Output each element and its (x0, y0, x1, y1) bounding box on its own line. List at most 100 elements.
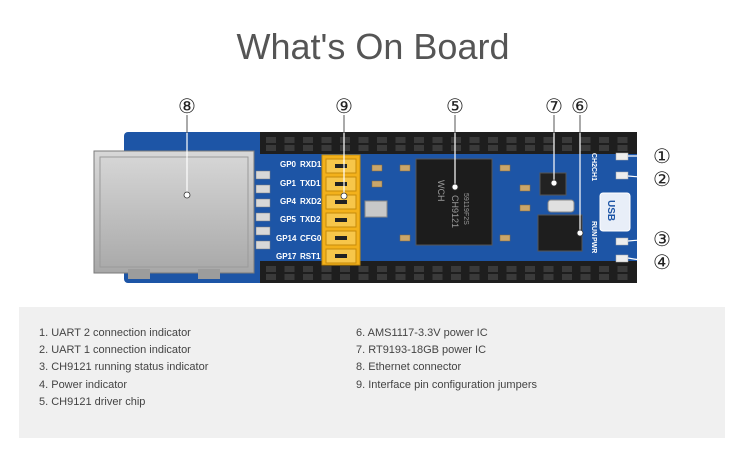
header-pin (525, 145, 535, 151)
header-pin (266, 266, 276, 272)
ch1-label: CH1 (590, 167, 597, 181)
legend-item: 5. CH9121 driver chip (39, 395, 146, 408)
header-pin (358, 274, 369, 280)
header-pin (340, 137, 350, 143)
header-pin (358, 145, 369, 151)
run-label: RUN (590, 221, 597, 236)
legend-item: 3. CH9121 running status indicator (39, 361, 209, 374)
legend-item: 4. Power indicator (39, 378, 128, 391)
header-pin (266, 274, 276, 280)
legend-item: 2. UART 1 connection indicator (39, 344, 191, 357)
chip-model: CH9121 (450, 195, 460, 228)
header-pin (358, 266, 369, 272)
ch2-label: CH2 (590, 153, 597, 167)
callout-2: ② (653, 167, 671, 191)
header-pin (395, 266, 406, 272)
header-pin (617, 266, 628, 272)
header-pin (506, 137, 517, 143)
pin-label-right: TXD1 (300, 179, 321, 188)
pin-label-right: TXD2 (300, 215, 321, 224)
header-pin (395, 274, 406, 280)
header-pin (377, 137, 387, 143)
legend-column-right: 6. AMS1117-3.3V power IC 7. RT9193-18GB … (356, 325, 537, 394)
pin-label-right: RST1 (300, 252, 321, 261)
pwr-label: PWR (590, 237, 597, 253)
legend-column-left: 1. UART 2 connection indicator 2. UART 1… (39, 325, 208, 411)
header-pin (469, 274, 480, 280)
header-pin (340, 274, 350, 280)
header-pin (321, 145, 332, 151)
header-pin (414, 137, 424, 143)
callout-3: ③ (653, 227, 671, 251)
header-pin (506, 274, 517, 280)
ch9121-chip: WCH CH9121 59119F2S (415, 158, 493, 246)
header-pin (358, 137, 369, 143)
header-pin (562, 274, 572, 280)
header-pin (488, 266, 498, 272)
legend-item: 1. UART 2 connection indicator (39, 327, 191, 339)
header-pin (377, 274, 387, 280)
pin-label-left: GP14 (276, 234, 297, 243)
legend-item: 8. Ethernet connector (356, 361, 462, 374)
usb-port: USB (599, 192, 631, 232)
component-legend: 1. UART 2 connection indicator 2. UART 1… (19, 307, 725, 438)
legend-item: 7. RT9193-18GB power IC (356, 344, 487, 357)
configuration-jumpers (321, 154, 361, 266)
header-pin (303, 145, 313, 151)
pin-label-right: RXD2 (300, 197, 322, 206)
header-pin (543, 274, 554, 280)
header-pin (377, 145, 387, 151)
callout-5: ⑤ (446, 94, 464, 118)
header-pin (284, 145, 295, 151)
header-pin (432, 145, 443, 151)
header-pin (525, 137, 535, 143)
header-pin (469, 137, 480, 143)
ams1117-ic (537, 214, 583, 252)
header-pin (284, 137, 295, 143)
callout-4: ④ (653, 250, 671, 274)
uart2-led (615, 152, 629, 161)
header-pin (432, 266, 443, 272)
top-header-pins (260, 132, 637, 154)
header-pin (395, 137, 406, 143)
callout-7: ⑦ (545, 94, 563, 118)
header-pin (580, 274, 591, 280)
header-pin (303, 266, 313, 272)
power-led (615, 254, 629, 263)
header-pin (599, 266, 609, 272)
header-pin (284, 266, 295, 272)
header-pin (543, 145, 554, 151)
header-pin (599, 137, 609, 143)
header-pin (321, 137, 332, 143)
page-title: What's On Board (236, 26, 510, 67)
header-pin (469, 266, 480, 272)
callout-1: ① (653, 144, 671, 168)
pin-label-right: CFG0 (300, 234, 322, 243)
header-pin (432, 137, 443, 143)
header-pin (451, 145, 461, 151)
header-pin (488, 145, 498, 151)
callout-8: ⑧ (178, 94, 196, 118)
header-pin (506, 145, 517, 151)
header-pin (340, 145, 350, 151)
header-pin (414, 274, 424, 280)
header-pin (303, 274, 313, 280)
header-pin (303, 137, 313, 143)
bottom-header-pins (260, 261, 637, 283)
header-pin (451, 137, 461, 143)
pin-label-right: RXD1 (300, 160, 322, 169)
header-pin (432, 274, 443, 280)
header-pin (266, 145, 276, 151)
header-pin (543, 266, 554, 272)
pin-label-left: GP1 (280, 179, 297, 188)
header-pin (599, 145, 609, 151)
header-pin (562, 137, 572, 143)
header-pin (451, 266, 461, 272)
header-pin (617, 145, 628, 151)
callout-9: ⑨ (335, 94, 353, 118)
header-pin (562, 145, 572, 151)
pin-label-left: GP4 (280, 197, 297, 206)
header-pin (562, 266, 572, 272)
header-pin (543, 137, 554, 143)
legend-item: 9. Interface pin configuration jumpers (356, 378, 537, 391)
